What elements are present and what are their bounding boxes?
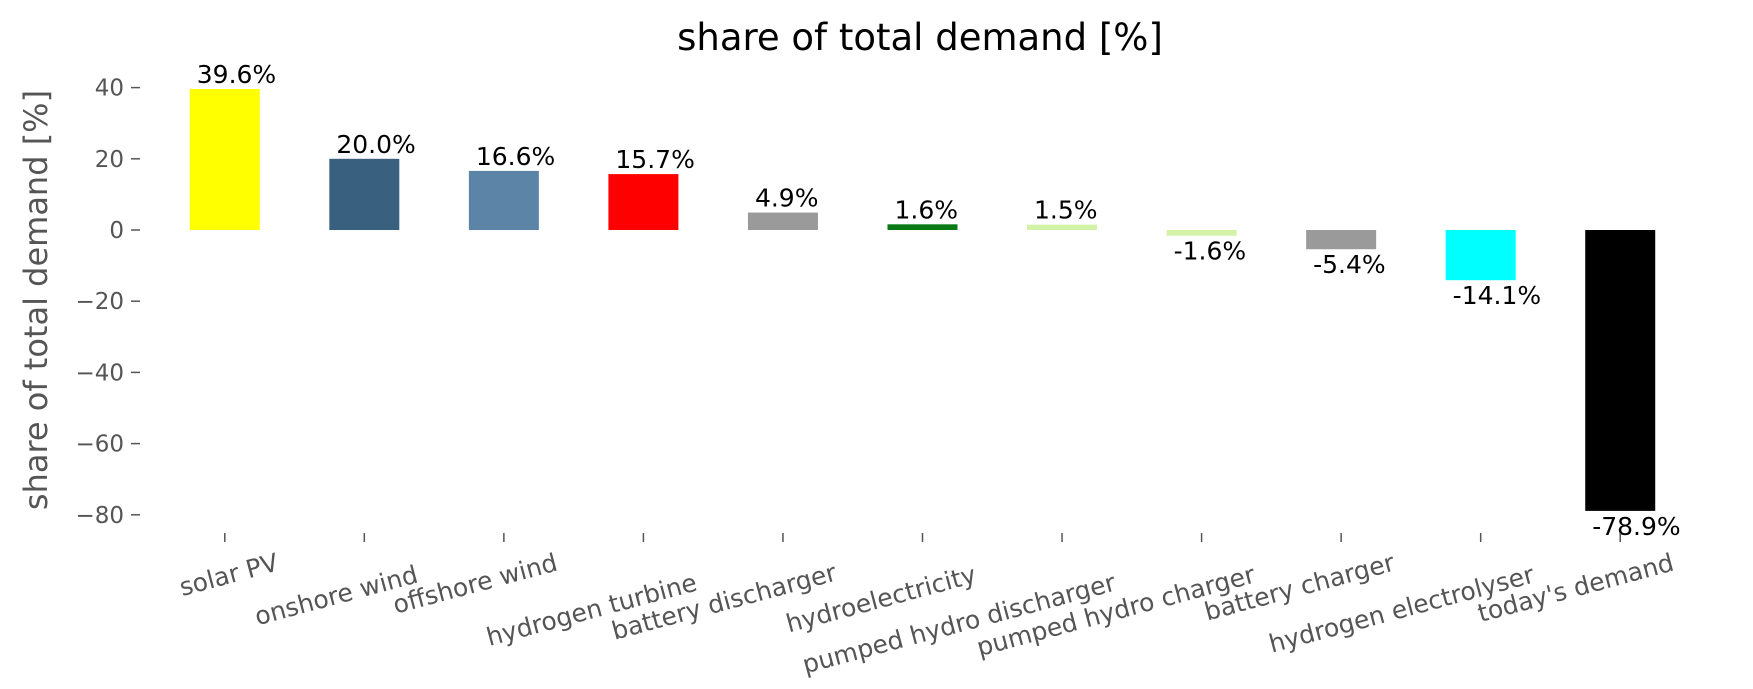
data-label: 4.9% bbox=[755, 184, 819, 213]
bar bbox=[887, 224, 958, 230]
bar bbox=[1585, 230, 1656, 511]
bar bbox=[608, 174, 679, 230]
data-label: 15.7% bbox=[615, 145, 694, 174]
data-label: 20.0% bbox=[336, 130, 415, 159]
bar bbox=[747, 212, 818, 230]
data-label: 1.5% bbox=[1034, 196, 1098, 225]
y-tick-label: −80 bbox=[75, 503, 124, 529]
y-tick-label: −60 bbox=[75, 432, 124, 458]
chart-title: share of total demand [%] bbox=[677, 16, 1163, 59]
bar bbox=[1445, 230, 1516, 281]
y-axis: 40 20 0 −20 −40 −60 −80 bbox=[75, 76, 140, 529]
bar bbox=[1166, 230, 1237, 236]
bar bbox=[468, 170, 539, 230]
data-label: 39.6% bbox=[197, 60, 276, 89]
bar bbox=[329, 158, 400, 230]
y-tick-label: 0 bbox=[109, 218, 124, 244]
bars: 39.6% 20.0% 16.6% 15.7% 4.9% 1.6% 1.5% -1.6% -5.… bbox=[189, 60, 1681, 541]
y-tick-label: −20 bbox=[75, 289, 124, 315]
x-category-label: solar PV bbox=[176, 548, 281, 602]
data-label: -5.4% bbox=[1313, 250, 1386, 279]
data-label: -14.1% bbox=[1453, 281, 1541, 310]
bar bbox=[1027, 224, 1098, 230]
y-tick-label: −40 bbox=[75, 360, 124, 386]
bar bbox=[1306, 230, 1377, 250]
x-category-label: offshore wind bbox=[390, 548, 561, 620]
data-label: -78.9% bbox=[1592, 512, 1680, 541]
data-label: 1.6% bbox=[895, 195, 959, 224]
y-axis-label: share of total demand [%] bbox=[17, 90, 55, 510]
data-label: 16.6% bbox=[476, 142, 555, 171]
y-tick-label: 20 bbox=[95, 147, 124, 173]
bar bbox=[189, 89, 260, 230]
data-label: -1.6% bbox=[1174, 237, 1247, 266]
y-tick-label: 40 bbox=[95, 76, 124, 102]
